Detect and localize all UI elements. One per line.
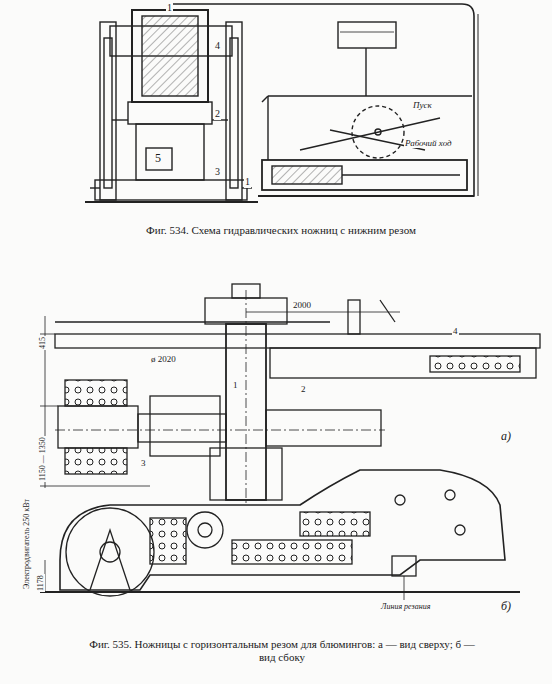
callout-number: 4 bbox=[214, 40, 221, 52]
dimension: 2000 bbox=[292, 300, 312, 310]
fig-535b bbox=[40, 470, 520, 600]
callout-number: 2 bbox=[214, 108, 221, 120]
figure-caption: Фиг. 534. Схема гидравлических ножниц с … bbox=[100, 224, 462, 237]
callout-number: 3 bbox=[140, 458, 147, 468]
dimension: 415 bbox=[38, 336, 47, 350]
callout-number: 5 bbox=[154, 152, 162, 166]
cut-line-label: Линия резания bbox=[380, 602, 431, 611]
figure-caption: Фиг. 535. Ножницы с горизонтальным резом… bbox=[86, 638, 478, 663]
callout-number: 2 bbox=[300, 384, 307, 394]
dimension: 1150 — 1350 bbox=[38, 436, 47, 482]
view-letter: а) bbox=[500, 430, 512, 444]
fig-534 bbox=[85, 4, 478, 202]
mode-label: Рабочий ход bbox=[404, 138, 453, 148]
mode-label: Пуск bbox=[412, 100, 433, 110]
dimension: 1178 bbox=[36, 574, 45, 592]
motor-note: Электродвигатель 250 кВт bbox=[22, 498, 31, 590]
fig-535a bbox=[40, 284, 540, 505]
callout-number: 1 bbox=[244, 176, 251, 188]
callout-number: 4 bbox=[452, 326, 459, 336]
dimension: ø 2020 bbox=[150, 354, 177, 364]
callout-number: 1 bbox=[166, 2, 173, 14]
view-letter: б) bbox=[500, 600, 512, 614]
callout-number: 1 bbox=[232, 380, 239, 390]
callout-number: 3 bbox=[214, 166, 221, 178]
